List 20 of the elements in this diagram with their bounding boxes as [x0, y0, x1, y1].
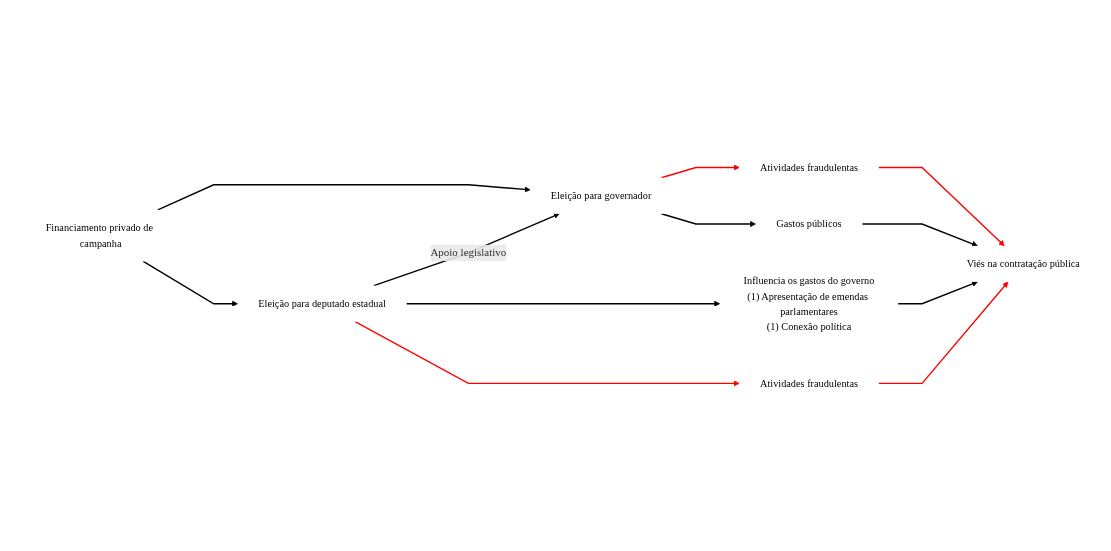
arrow: [877, 281, 1008, 385]
node-text: Atividades fraudulentas: [759, 377, 858, 389]
arrow: [877, 166, 1005, 247]
arrow: [861, 223, 978, 247]
node-text: Viés na contratação pública: [966, 258, 1080, 270]
edge-label: Apoio legislativo: [429, 246, 506, 259]
arrow: [156, 184, 531, 211]
node-text: Eleição para deputado estadual: [257, 298, 386, 310]
arrow: [372, 213, 560, 287]
node-text: Financiamento privado de campanha: [45, 222, 153, 249]
arrow: [405, 300, 720, 307]
arrow: [353, 321, 740, 387]
node-text: Atividades fraudulentas: [759, 161, 858, 173]
node-text: Gastos públicos: [775, 218, 842, 230]
node-text: Eleição para governador: [550, 190, 651, 202]
arrow: [660, 213, 756, 228]
arrow: [660, 164, 740, 179]
arrow: [896, 281, 978, 305]
arrow: [142, 260, 238, 307]
node-text: Influencia os gastos do governo (1) Apresentação de emendas parlamentares (1) Conexão política: [743, 274, 874, 333]
